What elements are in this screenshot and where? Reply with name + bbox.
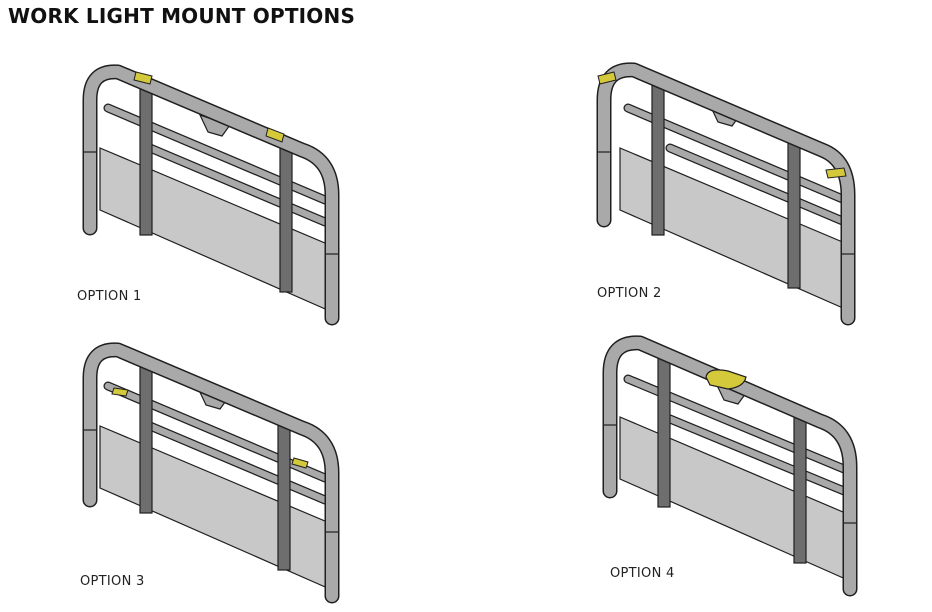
page-title: WORK LIGHT MOUNT OPTIONS xyxy=(8,4,356,28)
headache-rack-drawing xyxy=(82,64,340,326)
headache-rack-drawing xyxy=(602,335,858,597)
light-bracket-icon xyxy=(705,369,747,390)
light-bracket-icon xyxy=(265,127,285,143)
option-3-label: OPTION 3 xyxy=(80,574,145,589)
option-1-label: OPTION 1 xyxy=(77,289,142,304)
headache-rack-drawing xyxy=(596,62,856,326)
option-3-drawing xyxy=(70,338,360,608)
option-1-drawing xyxy=(70,60,360,330)
option-4-drawing xyxy=(598,335,888,605)
option-2-label: OPTION 2 xyxy=(597,286,662,301)
light-bracket-icon xyxy=(133,71,153,85)
light-bracket-icon xyxy=(291,457,309,469)
light-bracket-icon xyxy=(111,387,129,397)
option-2-drawing xyxy=(590,60,880,330)
option-4-label: OPTION 4 xyxy=(610,566,675,581)
light-bracket-icon xyxy=(597,71,617,85)
headache-rack-drawing xyxy=(82,342,340,604)
light-bracket-icon xyxy=(825,167,847,179)
